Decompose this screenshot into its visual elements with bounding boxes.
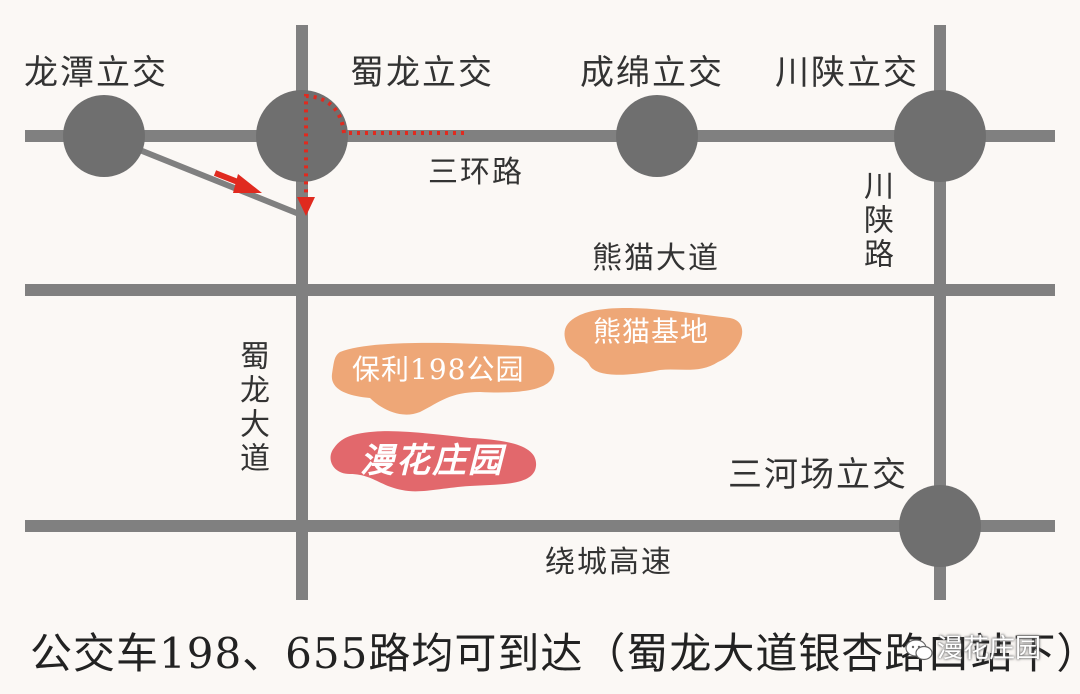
label-panda-avenue: 熊猫大道 bbox=[592, 241, 720, 276]
label-third-ring-road: 三环路 bbox=[428, 155, 524, 190]
bus-info-caption: 公交车198、655路均可到达（蜀龙大道银杏路口站下） bbox=[30, 629, 1080, 678]
node-sanhechang-interchange bbox=[899, 485, 981, 567]
label-chengmian-interchange: 成绵立交 bbox=[580, 53, 724, 93]
road-ring-expressway bbox=[25, 520, 1055, 532]
route-dotted-path bbox=[304, 93, 464, 200]
node-longtan-interchange bbox=[63, 95, 145, 177]
node-chuanshan-interchange bbox=[894, 90, 986, 182]
watermark-text: 漫花庄园 bbox=[937, 634, 1042, 664]
label-sanhechang-interchange: 三河场立交 bbox=[728, 455, 908, 495]
blob-panda-base bbox=[564, 308, 743, 375]
label-chuanshan-road: 川陕路 bbox=[858, 170, 893, 272]
label-shulong-interchange: 蜀龙立交 bbox=[350, 53, 494, 93]
label-panda-base: 熊猫基地 bbox=[593, 315, 710, 348]
label-poly-park: 保利198公园 bbox=[352, 353, 525, 386]
blob-manhua-manor bbox=[330, 431, 537, 492]
label-longtan-interchange: 龙潭立交 bbox=[24, 53, 168, 93]
wechat-icon bbox=[905, 638, 933, 660]
road-panda-avenue bbox=[25, 284, 1055, 296]
node-chengmian-interchange bbox=[616, 95, 698, 177]
label-manhua-manor: 漫花庄园 bbox=[360, 441, 504, 481]
label-ring-expressway: 绕城高速 bbox=[545, 545, 673, 580]
label-chuanshan-interchange: 川陕立交 bbox=[775, 53, 919, 93]
route-arrow-diagonal-icon bbox=[233, 174, 262, 193]
label-shulong-avenue: 蜀龙大道 bbox=[234, 340, 269, 476]
route-arrow-down-icon bbox=[297, 197, 315, 216]
blob-poly-park bbox=[331, 342, 555, 415]
node-shulong-interchange bbox=[256, 90, 348, 182]
watermark: 漫花庄园 bbox=[905, 628, 1041, 665]
